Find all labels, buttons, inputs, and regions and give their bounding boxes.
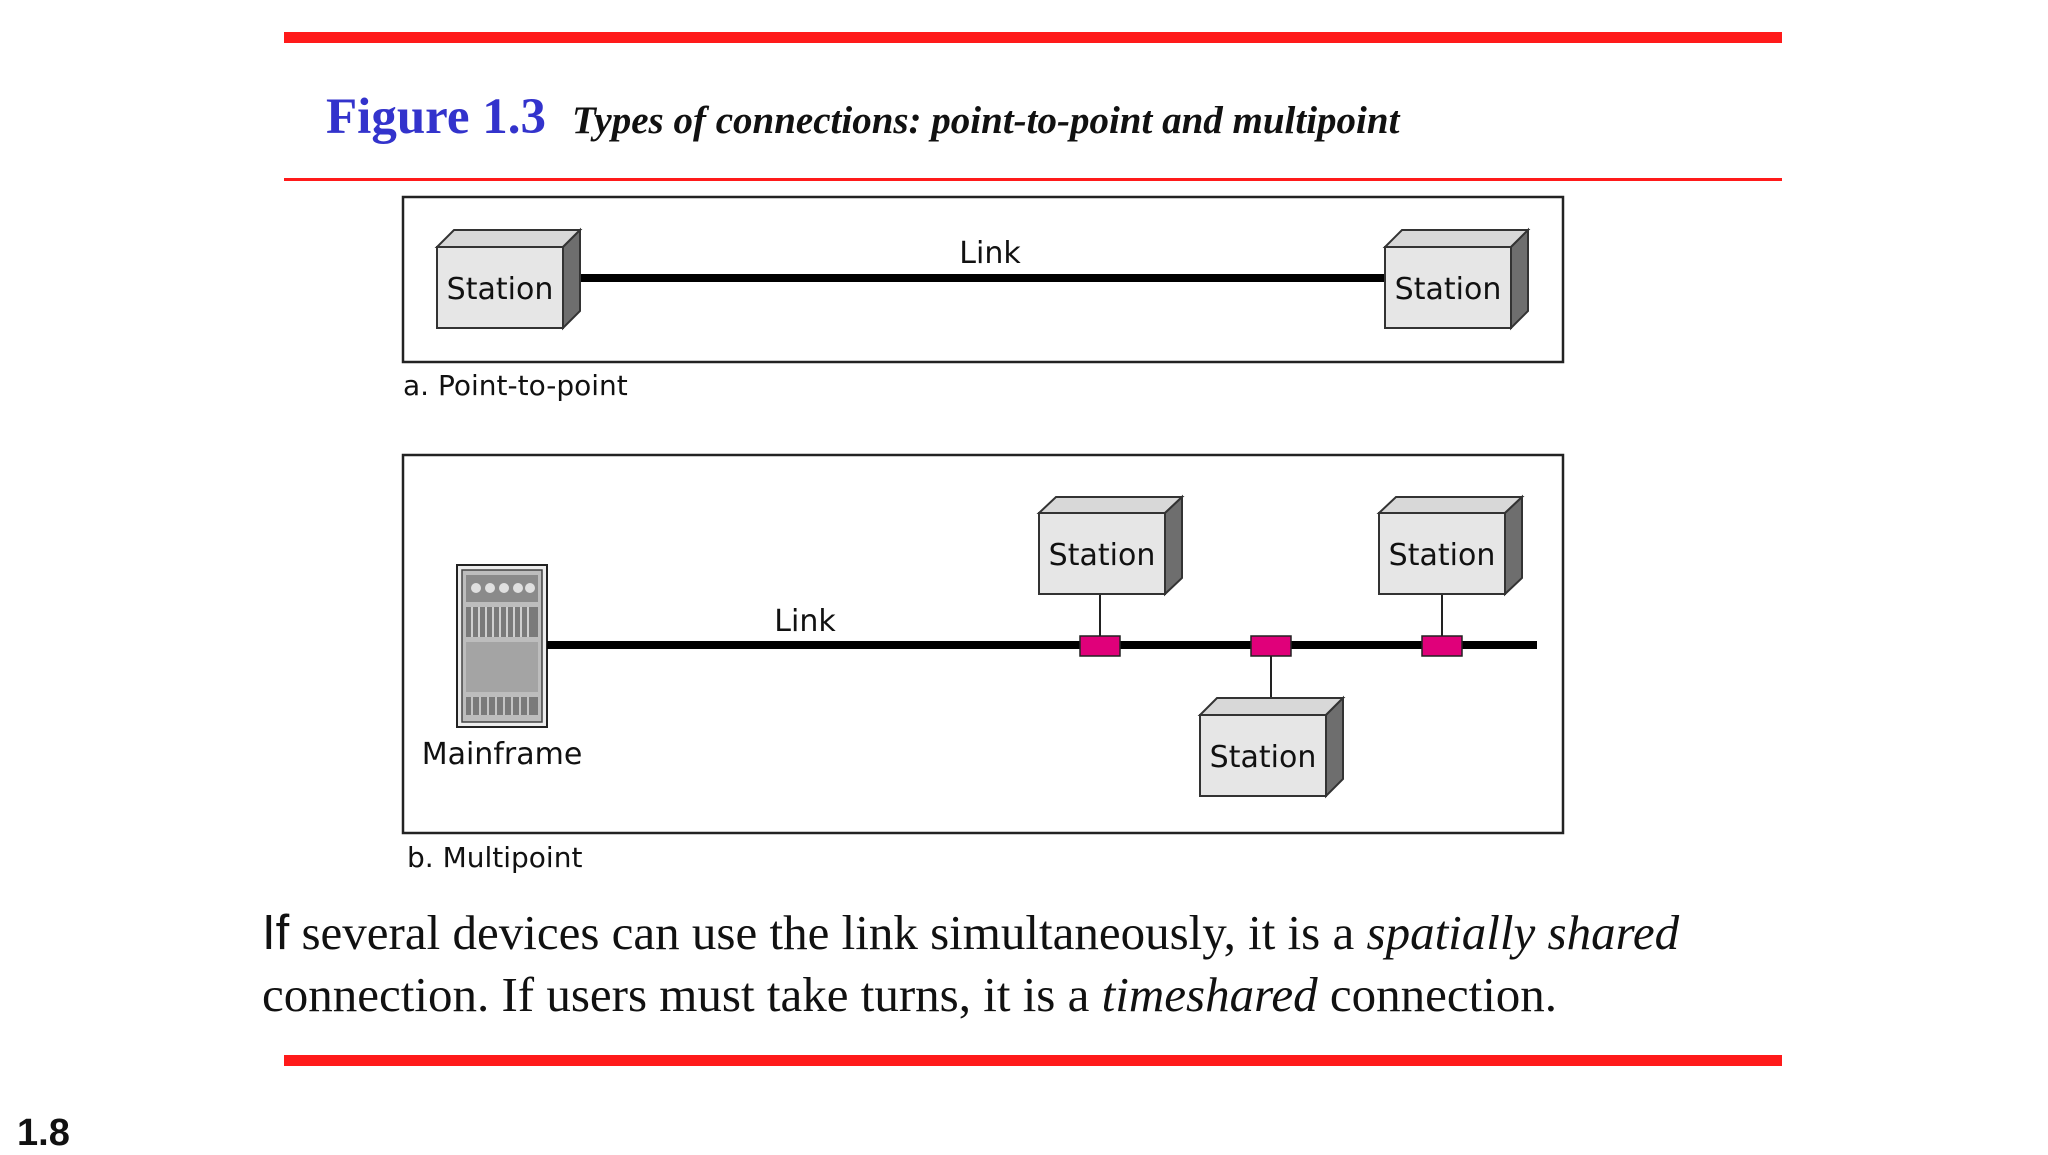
multipoint-station-3: Station <box>1197 695 1346 799</box>
p2p-station-right: Station <box>1382 227 1531 331</box>
tap-connector <box>1250 635 1292 657</box>
multipoint-station-1: Station <box>1036 494 1185 597</box>
body-if: If <box>262 906 290 960</box>
body-emph-timeshared: timeshared <box>1101 967 1318 1022</box>
body-text-1: several devices can use the link simulta… <box>289 905 1367 960</box>
tap-connector <box>1421 635 1463 657</box>
top-red-rule <box>284 32 1782 43</box>
mainframe-label: Mainframe <box>422 737 583 772</box>
figure-number: Figure 1.3 <box>326 89 547 145</box>
station-label: Station <box>1049 538 1156 573</box>
multipoint-link-label: Link <box>774 604 836 639</box>
tap-connector <box>1079 635 1121 657</box>
p2p-panel-label: a. Point-to-point <box>403 369 628 402</box>
body-text-3: connection. <box>1317 967 1558 1022</box>
body-paragraph: If several devices can use the link simu… <box>262 902 1822 1026</box>
multipoint-station-2: Station <box>1376 494 1525 597</box>
station-label: Station <box>1389 538 1496 573</box>
p2p-link-label: Link <box>959 236 1021 271</box>
bottom-red-rule <box>284 1055 1782 1066</box>
caption-red-rule <box>284 178 1782 181</box>
figure-caption: Types of connections: point-to-point and… <box>572 99 1400 142</box>
station-label: Station <box>1395 272 1502 307</box>
station-label: Station <box>1210 740 1317 775</box>
figure-heading: Figure 1.3 Types of connections: point-to… <box>326 88 1399 146</box>
body-text-2: connection. If users must take turns, it… <box>262 967 1102 1022</box>
slide-number: 1.8 <box>17 1112 70 1154</box>
p2p-station-left: Station <box>434 227 583 331</box>
body-emph-spatially-shared: spatially shared <box>1366 905 1680 960</box>
multipoint-panel-label: b. Multipoint <box>407 841 582 874</box>
station-label: Station <box>447 272 554 307</box>
mainframe-icon <box>456 564 548 728</box>
